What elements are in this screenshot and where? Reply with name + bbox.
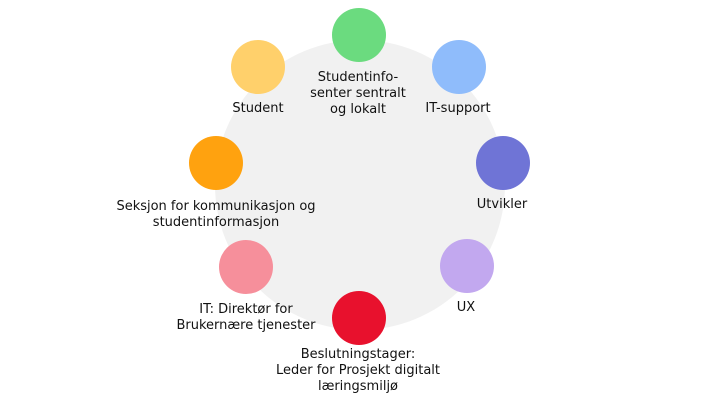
node-studentinfosenter xyxy=(332,8,386,62)
node-ux xyxy=(440,239,494,293)
node-it-support xyxy=(432,40,486,94)
label-beslutningstager: Beslutningstager:Leder for Prosjekt digi… xyxy=(275,347,441,394)
node-student xyxy=(231,40,285,94)
node-it-direktor xyxy=(219,240,273,294)
node-beslutningstager xyxy=(332,291,386,345)
node-utvikler xyxy=(476,136,530,190)
node-seksjon-kommunikasjon xyxy=(189,136,243,190)
label-student: Student xyxy=(232,101,284,116)
label-utvikler: Utvikler xyxy=(476,197,528,212)
label-ux: UX xyxy=(456,300,476,315)
label-it-support: IT-support xyxy=(425,101,491,116)
